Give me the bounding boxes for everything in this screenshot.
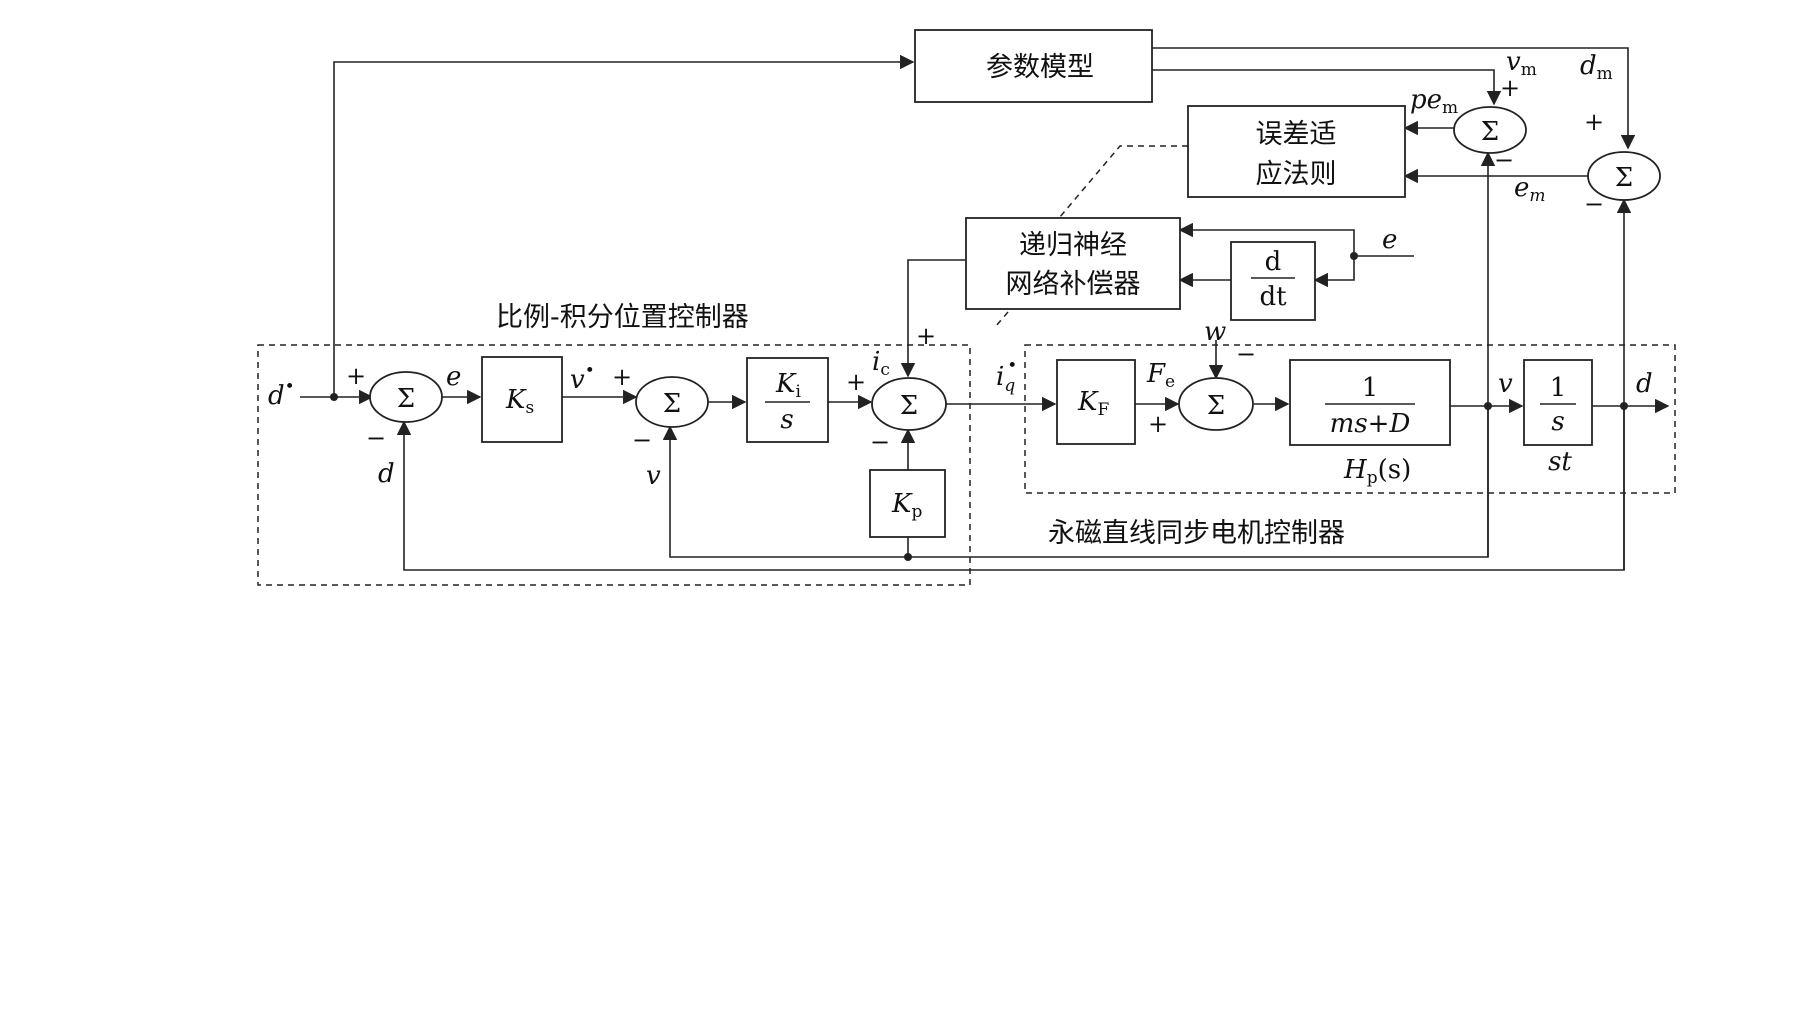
sum-force: Σ xyxy=(1178,377,1254,431)
kp-block: Kp xyxy=(869,469,946,538)
label-dm: dm xyxy=(1580,51,1613,84)
sum-velocity-error: Σ xyxy=(635,376,709,428)
sign-minus-sum1: − xyxy=(366,424,386,452)
label-w: w xyxy=(1204,317,1226,347)
sign-plus-sum-vm: + xyxy=(1500,74,1520,102)
svg-text:Σ: Σ xyxy=(663,389,681,419)
svg-text:ms+D: ms+D xyxy=(1330,409,1411,439)
sign-minus-sum3: − xyxy=(870,428,890,456)
svg-text:Σ: Σ xyxy=(900,391,918,421)
label-em: em xyxy=(1514,173,1546,206)
sign-minus-sum-vm: − xyxy=(1494,146,1514,174)
svg-text:Ki: Ki xyxy=(775,369,801,402)
label-fe: Fe xyxy=(1146,359,1175,392)
label-vm: vm xyxy=(1506,47,1537,80)
sign-minus-sum-dm: − xyxy=(1584,190,1604,218)
svg-text:Σ: Σ xyxy=(397,384,415,414)
svg-text:参数模型: 参数模型 xyxy=(986,52,1094,83)
label-iq: iq• xyxy=(996,356,1017,396)
rnn-to-error-law-dashed-link xyxy=(1053,145,1188,225)
wire-param-to-sum-d xyxy=(1152,47,1636,150)
wire-e-to-rnn xyxy=(1178,222,1355,256)
label-d-star: d• xyxy=(268,377,295,411)
label-d-feedback: d xyxy=(378,459,395,489)
wire-dstar-to-param-model xyxy=(333,54,915,397)
wire-rnn-to-sum3 xyxy=(900,259,966,378)
sign-plus-sum3-top: + xyxy=(916,322,936,350)
sign-plus-sum-dm: + xyxy=(1584,108,1604,136)
sum-velocity-model-error: Σ xyxy=(1453,106,1527,154)
svg-text:应法则: 应法则 xyxy=(1256,159,1337,190)
ks-block: Ks xyxy=(481,356,563,443)
svg-text:1: 1 xyxy=(1362,373,1379,403)
label-e-input: e xyxy=(1382,225,1397,255)
svg-text:Σ: Σ xyxy=(1615,163,1633,193)
label-v-star: v• xyxy=(570,361,595,395)
label-d-output: d xyxy=(1636,369,1653,399)
sum-current-command: Σ xyxy=(871,377,947,431)
integrator-label: st xyxy=(1548,447,1572,477)
derivative-block: d dt xyxy=(1230,241,1316,321)
sign-plus-sum1: + xyxy=(346,362,366,390)
sign-minus-sum4-top: − xyxy=(1236,340,1256,368)
sign-plus-sum4-left: + xyxy=(1148,410,1168,438)
wire-e-to-ddt xyxy=(1313,256,1355,288)
pmlsm-controller-title: 永磁直线同步电机控制器 xyxy=(1048,518,1345,549)
svg-text:误差适: 误差适 xyxy=(1256,119,1337,150)
svg-text:KF: KF xyxy=(1077,387,1109,420)
plant-block: 1 ms+D xyxy=(1289,359,1451,446)
sum-position-error: Σ xyxy=(369,371,443,423)
label-pem: pem xyxy=(1410,85,1458,118)
param-model-block: 参数模型 xyxy=(914,29,1153,103)
svg-text:递归神经: 递归神经 xyxy=(1019,230,1127,261)
label-e: e xyxy=(446,362,461,392)
svg-text:Σ: Σ xyxy=(1207,391,1225,421)
plant-transfer-label: Hp(s) xyxy=(1343,455,1411,488)
integrator-block: 1 s xyxy=(1523,359,1593,446)
kf-block: KF xyxy=(1056,359,1136,445)
svg-text:dt: dt xyxy=(1259,282,1287,312)
error-law-block: 误差适 应法则 xyxy=(1187,105,1406,198)
label-v-feedback: v xyxy=(646,461,661,491)
wire-param-to-sum-v xyxy=(1152,69,1502,106)
svg-text:Ks: Ks xyxy=(505,385,534,418)
pmlsm-controller-region xyxy=(1024,344,1676,494)
rnn-tick-dashed xyxy=(995,311,1009,327)
svg-text:s: s xyxy=(780,405,793,435)
svg-text:Σ: Σ xyxy=(1481,117,1499,147)
svg-text:Kp: Kp xyxy=(891,489,922,522)
sign-plus-sum2: + xyxy=(612,363,632,391)
svg-text:网络补偿器: 网络补偿器 xyxy=(1006,269,1141,300)
svg-text:s: s xyxy=(1551,407,1564,437)
pi-controller-title: 比例-积分位置控制器 xyxy=(496,302,749,333)
label-v-output: v xyxy=(1498,369,1513,399)
pi-controller-region xyxy=(257,344,971,586)
svg-text:1: 1 xyxy=(1550,373,1567,403)
ki-block: Ki s xyxy=(746,357,829,443)
sign-minus-sum2: − xyxy=(632,426,652,454)
svg-text:d: d xyxy=(1265,247,1282,277)
label-ic: ic xyxy=(872,347,890,380)
rnn-compensator-block: 递归神经 网络补偿器 xyxy=(965,217,1181,310)
sign-plus-sum3-left: + xyxy=(846,368,866,396)
sum-position-model-error: Σ xyxy=(1587,151,1661,201)
